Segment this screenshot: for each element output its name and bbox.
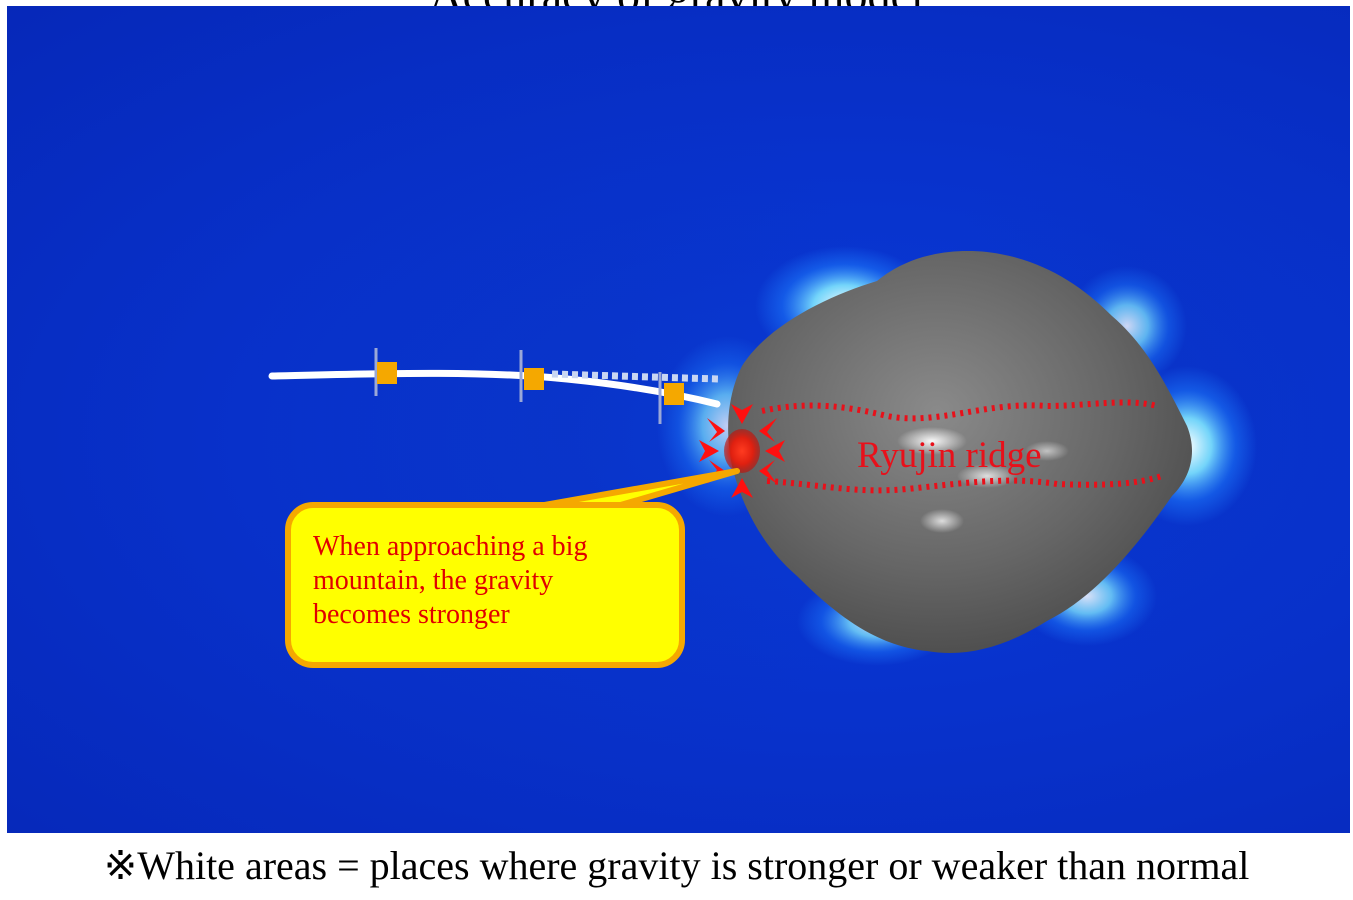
surface-highlight [957, 464, 1017, 488]
spacecraft-icon [519, 350, 544, 402]
ryujin-ridge-outline [761, 399, 1158, 422]
gravity-source-spot [724, 429, 760, 473]
spacecraft-icon [658, 372, 684, 424]
gravity-callout-text: When approaching a big mountain, the gra… [313, 531, 588, 630]
footnote: ※White areas = places where gravity is s… [103, 843, 1250, 888]
spacecraft-icon [374, 348, 397, 396]
surface-highlight [1025, 441, 1069, 461]
ryujin-ridge-outline [766, 473, 1163, 494]
gravity-arrow-icon [699, 440, 719, 462]
gravity-callout-box: When approaching a big mountain, the gra… [285, 502, 685, 668]
gravity-arrow-icon [759, 460, 777, 484]
gravity-field-image: Ryujin ridge [7, 6, 1350, 833]
asteroid-ryugu [728, 251, 1192, 653]
gravity-field-illustration [237, 36, 1350, 816]
gravity-arrow-icon [731, 478, 753, 498]
ryujin-ridge-label: Ryujin ridge [857, 435, 1042, 476]
gravity-arrow-icon [759, 418, 777, 442]
predicted-trajectory [551, 370, 720, 383]
surface-highlight [920, 509, 964, 533]
gravity-arrow-icon [765, 440, 785, 462]
gravity-arrow-icon [731, 404, 753, 424]
gravity-arrow-icon [707, 418, 725, 442]
surface-highlight [897, 427, 967, 455]
